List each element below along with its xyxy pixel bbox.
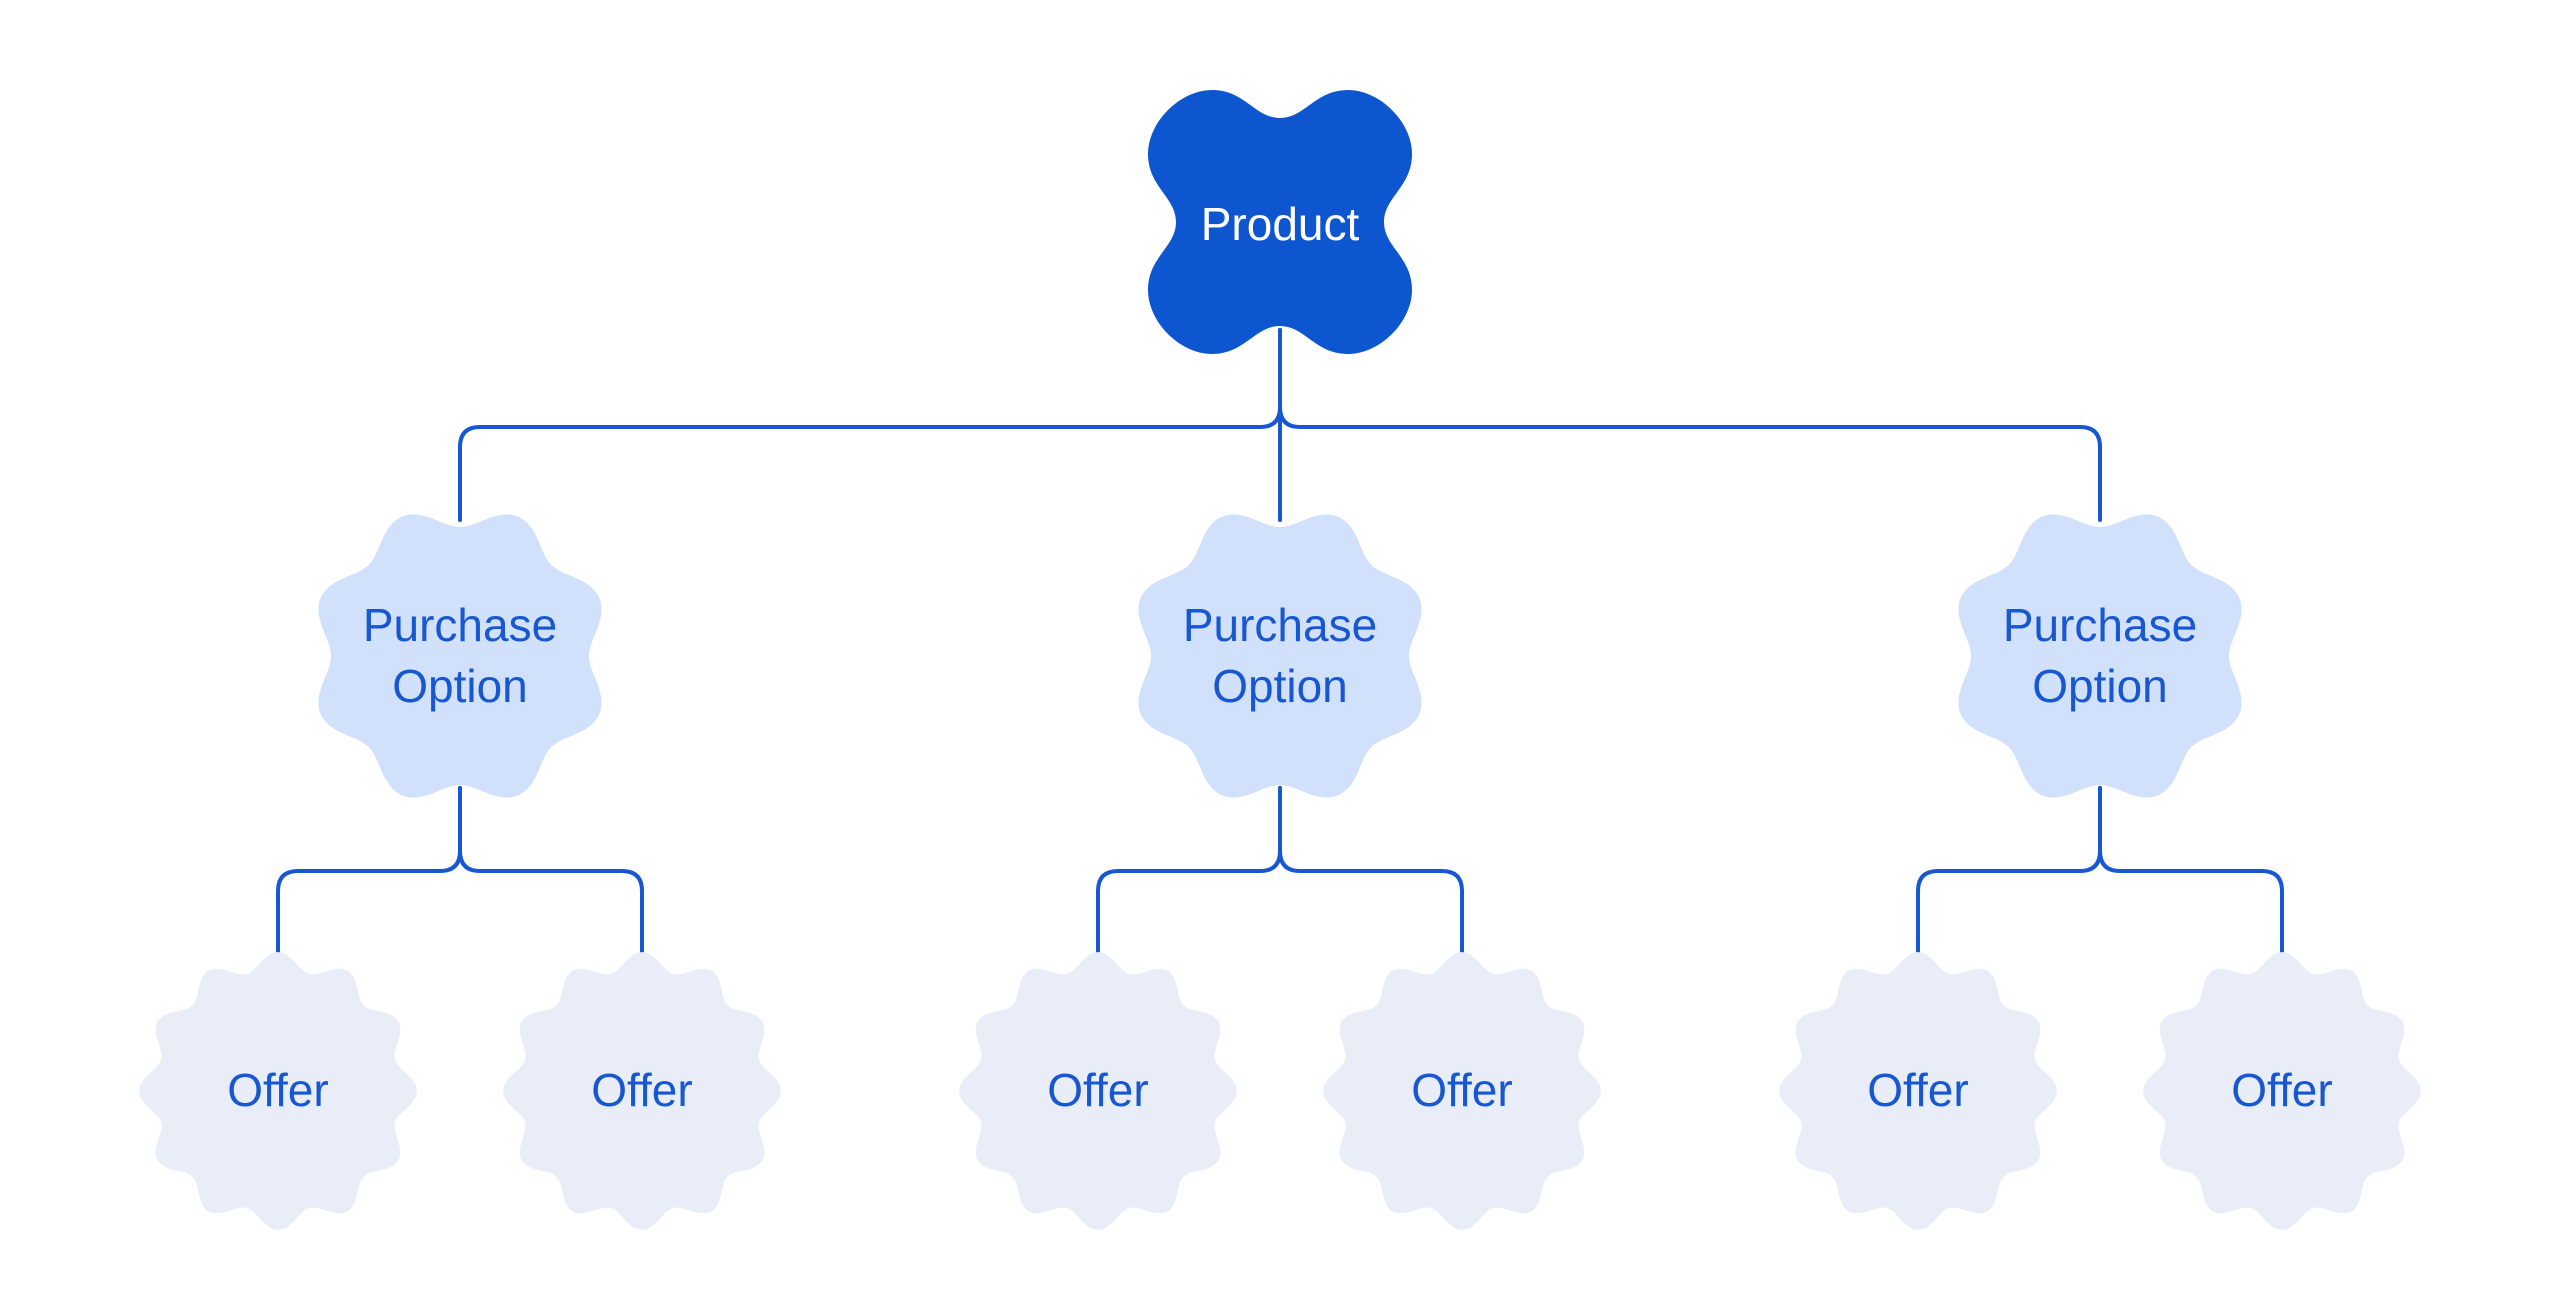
- node-offer-1: Offer: [139, 952, 417, 1230]
- connector-product-to-option-1: [458, 328, 1282, 522]
- offer-label: Offer: [1867, 1064, 1968, 1116]
- node-purchase-option-1: Purchase Option: [318, 514, 602, 798]
- node-offer-6: Offer: [2143, 952, 2421, 1230]
- offer-label: Offer: [227, 1064, 328, 1116]
- purchase-option-label-line1: Purchase: [2003, 599, 2197, 651]
- node-offer-4: Offer: [1323, 952, 1601, 1230]
- node-offer-2: Offer: [503, 952, 781, 1230]
- offer-blob-shape: [1323, 952, 1601, 1230]
- purchase-option-label-line2: Option: [2032, 660, 2168, 712]
- offer-label: Offer: [2231, 1064, 2332, 1116]
- offer-label: Offer: [1047, 1064, 1148, 1116]
- node-product: Product: [1148, 90, 1412, 354]
- node-purchase-option-3: Purchase Option: [1958, 514, 2242, 798]
- offer-label: Offer: [591, 1064, 692, 1116]
- offer-blob-shape: [2143, 952, 2421, 1230]
- purchase-option-label-line1: Purchase: [363, 599, 557, 651]
- offer-blob-shape: [1779, 952, 2057, 1230]
- purchase-option-label-line1: Purchase: [1183, 599, 1377, 651]
- offer-label: Offer: [1411, 1064, 1512, 1116]
- purchase-option-label-line2: Option: [1212, 660, 1348, 712]
- purchase-option-blob-shape: [1138, 514, 1422, 798]
- connector-option-1-to-left-offer: [276, 786, 462, 956]
- offer-blob-shape: [503, 952, 781, 1230]
- node-offer-3: Offer: [959, 952, 1237, 1230]
- product-blob-shape: [1148, 90, 1412, 354]
- connector-option-2-to-left-offer: [1096, 786, 1282, 956]
- offer-blob-shape: [139, 952, 417, 1230]
- node-offer-5: Offer: [1779, 952, 2057, 1230]
- purchase-option-label-line2: Option: [392, 660, 528, 712]
- connector-option-3-to-left-offer: [1916, 786, 2102, 956]
- node-purchase-option-2: Purchase Option: [1138, 514, 1422, 798]
- connector-option-2-to-right-offer: [1278, 786, 1464, 956]
- connector-option-1-to-right-offer: [458, 786, 644, 956]
- connector-option-3-to-right-offer: [2098, 786, 2284, 956]
- connector-product-to-option-3: [1278, 328, 2102, 522]
- connector-lines: [276, 328, 2284, 956]
- product-label: Product: [1201, 198, 1360, 250]
- offer-blob-shape: [959, 952, 1237, 1230]
- purchase-option-blob-shape: [1958, 514, 2242, 798]
- purchase-option-blob-shape: [318, 514, 602, 798]
